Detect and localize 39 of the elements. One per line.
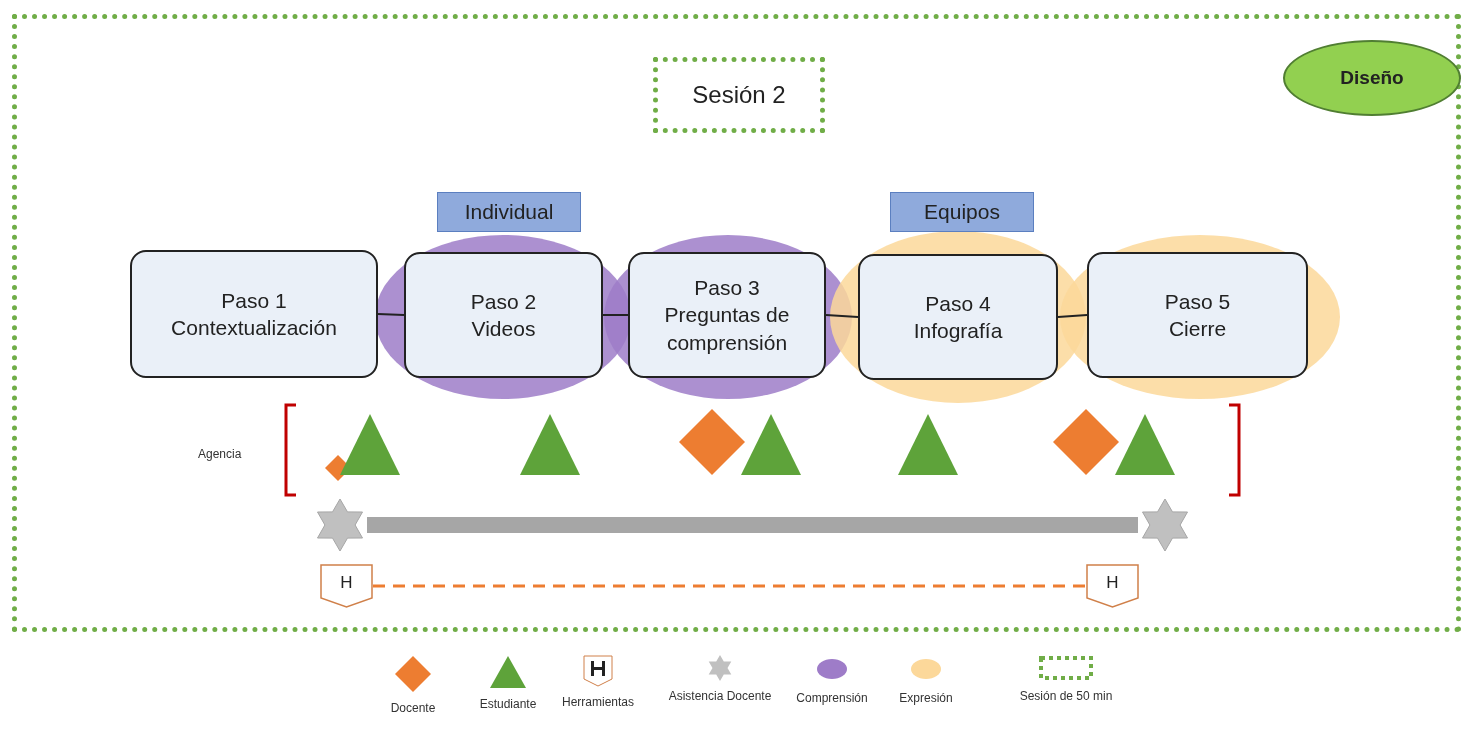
connector-line	[825, 314, 859, 318]
node-label: Equipos	[924, 200, 1000, 224]
node-label: Individual	[464, 200, 554, 224]
connector-line	[1057, 314, 1088, 318]
step-title: Videos	[471, 316, 536, 342]
node-label: Sesión 2	[692, 81, 786, 109]
tool-letter: H	[1106, 573, 1119, 593]
step-title: Preguntas de comprensión	[663, 302, 791, 356]
legend-label: Sesión de 50 min	[1019, 689, 1113, 705]
legend-label: Estudiante	[479, 697, 537, 713]
legend-label: Comprensión	[796, 691, 868, 707]
step-title: Contextualización	[171, 315, 337, 341]
tool-tag	[320, 564, 373, 608]
tool-tag	[1086, 564, 1139, 608]
step-box	[858, 254, 1058, 380]
node-label: Diseño	[1340, 67, 1404, 89]
axis-label: Agencia	[198, 447, 242, 461]
session-box	[653, 57, 825, 133]
connector-line	[377, 313, 405, 316]
step-box	[1087, 252, 1308, 378]
legend-label: Expresión	[899, 691, 953, 707]
step-number: Paso 1	[221, 287, 287, 314]
legend-label: Herramientas	[562, 695, 634, 711]
legend-label: Docente	[390, 701, 436, 717]
connector-line	[602, 314, 629, 316]
step-number: Paso 5	[1164, 288, 1231, 315]
dashed-connector	[373, 584, 1086, 588]
mode-tag	[890, 192, 1034, 232]
tool-letter: H	[340, 573, 353, 593]
mode-tag	[437, 192, 581, 232]
step-box	[404, 252, 603, 378]
step-number: Paso 2	[470, 288, 537, 315]
legend-label: Asistencia Docente	[668, 689, 772, 705]
step-title: Cierre	[1168, 316, 1227, 342]
step-title: Infografía	[913, 318, 1003, 344]
step-number: Paso 4	[925, 290, 991, 317]
step-number: Paso 3	[694, 275, 760, 302]
step-box	[628, 252, 826, 378]
step-box	[130, 250, 378, 378]
